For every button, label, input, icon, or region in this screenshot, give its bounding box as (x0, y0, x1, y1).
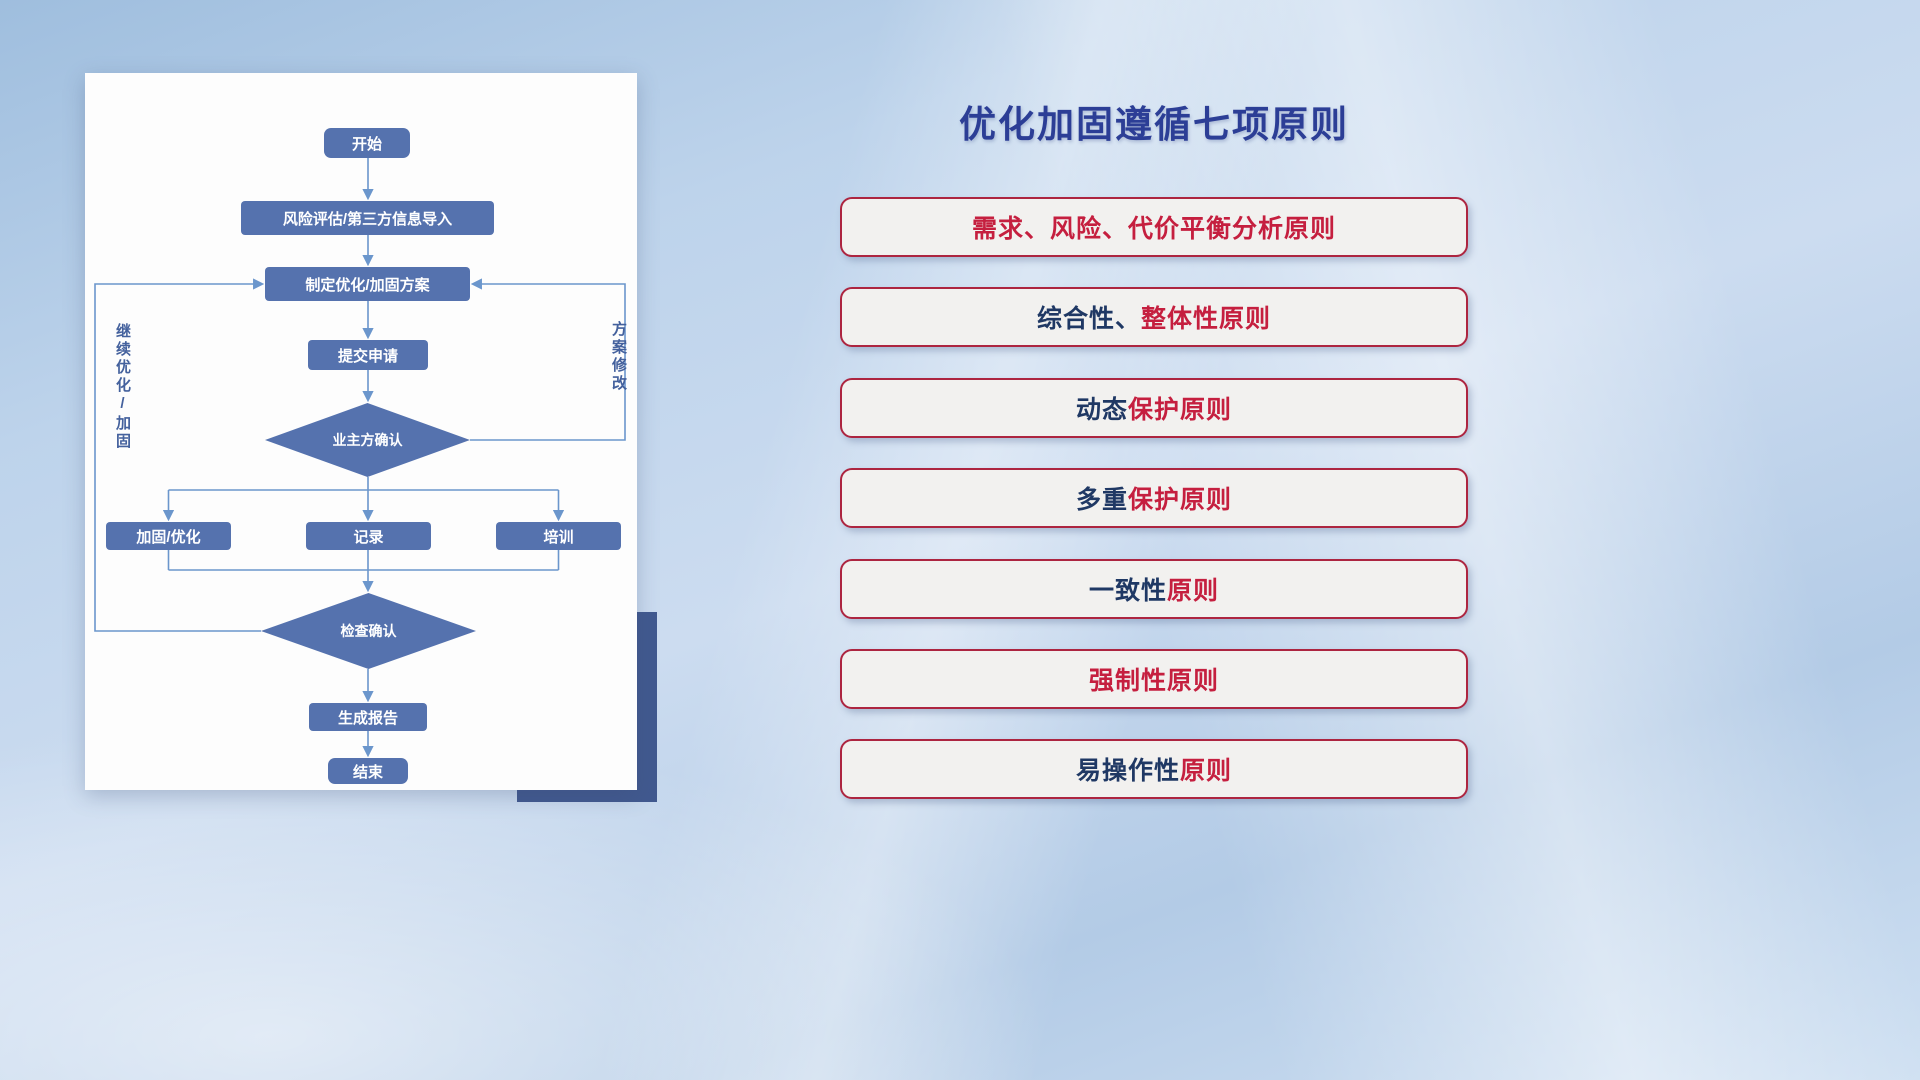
flowchart: 开始 风险评估/第三方信息导入 制定优化/加固方案 提交申请 业主方确认 加固/… (85, 73, 637, 790)
principle-3-text-navy: 动态 (1075, 396, 1128, 424)
flow-node-make-plan: 制定优化/加固方案 (265, 267, 470, 301)
principle-7-text-navy: 易操作性 (1075, 757, 1180, 785)
principle-1-text-red: 需求、风险、代价平衡分析原则 (971, 215, 1336, 243)
principle-box-6: 强制性原则 (840, 649, 1468, 709)
flow-connectors (94, 158, 626, 758)
flow-node-record: 记录 (306, 522, 431, 550)
principle-6-text-red: 强制性原则 (1088, 667, 1219, 695)
principle-box-5: 一致性 原则 (840, 559, 1468, 619)
principle-2-text-red: 整体性原则 (1141, 305, 1272, 333)
principle-3-text-red: 保护原则 (1128, 396, 1233, 424)
flow-node-start: 开始 (324, 128, 410, 158)
flow-label-plan-revision: 方案修改 (610, 321, 627, 393)
principle-7-text-red: 原则 (1180, 757, 1233, 785)
flowchart-card: 开始 风险评估/第三方信息导入 制定优化/加固方案 提交申请 业主方确认 加固/… (85, 73, 637, 790)
principle-box-4: 多重 保护原则 (840, 468, 1468, 528)
flow-label-continue-optimize: 继续优化/加固 (114, 323, 131, 451)
flow-node-end: 结束 (328, 758, 408, 784)
principle-2-text-navy: 综合性、 (1036, 305, 1141, 333)
principle-box-1: 需求、风险、代价平衡分析原则 (840, 197, 1468, 257)
flow-node-report: 生成报告 (309, 703, 427, 731)
flow-node-risk-import: 风险评估/第三方信息导入 (241, 201, 494, 235)
principle-5-text-red: 原则 (1167, 577, 1220, 605)
principle-5-text-navy: 一致性 (1088, 577, 1167, 605)
principle-4-text-red: 保护原则 (1128, 486, 1233, 514)
flow-node-reinforce: 加固/优化 (106, 522, 231, 550)
flow-node-training: 培训 (496, 522, 621, 550)
page-title: 优化加固遵循七项原则 (959, 104, 1349, 145)
principle-4-text-navy: 多重 (1075, 486, 1128, 514)
principles-panel: 优化加固遵循七项原则 需求、风险、代价平衡分析原则 综合性、 整体性原则 动态 … (840, 0, 1468, 1080)
principle-box-3: 动态 保护原则 (840, 378, 1468, 438)
principle-box-2: 综合性、 整体性原则 (840, 287, 1468, 347)
principle-box-7: 易操作性 原则 (840, 739, 1468, 799)
flow-node-submit: 提交申请 (308, 340, 428, 370)
